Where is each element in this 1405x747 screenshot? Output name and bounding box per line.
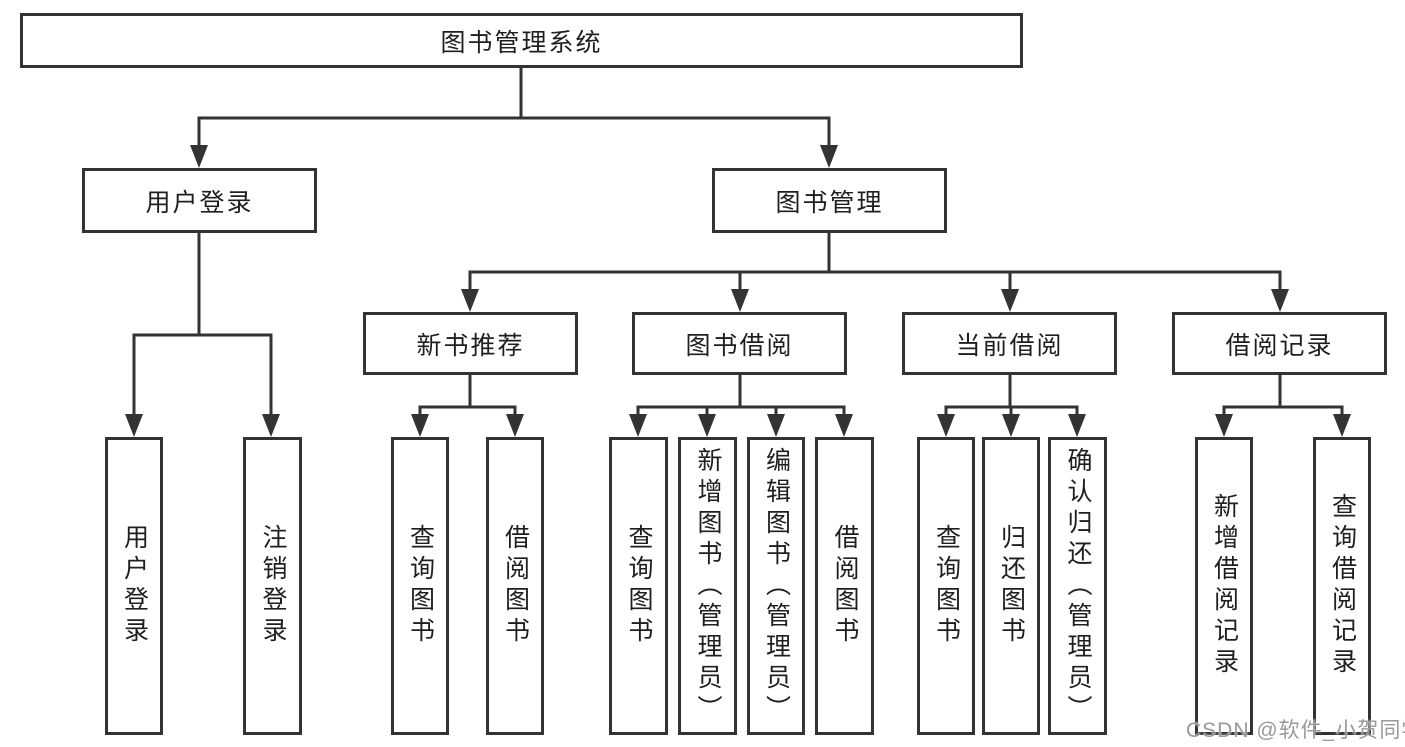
leaf-user-login-label: 用户登录	[120, 524, 149, 648]
leaf-confirm-return-admin: 确认归还（管理员）	[1048, 437, 1107, 735]
leaf-current-query-book: 查询图书	[917, 437, 975, 735]
node-borrow-records-label: 借阅记录	[1225, 331, 1334, 360]
leaf-return-book-label: 归还图书	[997, 524, 1026, 648]
node-user-login: 用户登录	[82, 168, 317, 233]
leaf-add-borrow-record-label: 新增借阅记录	[1210, 493, 1239, 679]
node-book-management: 图书管理	[712, 168, 947, 233]
leaf-borrow-book-label: 借阅图书	[831, 524, 859, 648]
node-book-borrow-label: 图书借阅	[685, 331, 794, 360]
leaf-edit-book-admin: 编辑图书（管理员）	[747, 437, 805, 735]
leaf-edit-book-admin-label: 编辑图书（管理员）	[762, 446, 791, 726]
leaf-user-login: 用户登录	[105, 437, 163, 735]
leaf-current-query-book-label: 查询图书	[932, 524, 961, 648]
leaf-logout: 注销登录	[243, 437, 302, 735]
node-book-borrow: 图书借阅	[632, 312, 847, 375]
leaf-add-borrow-record: 新增借阅记录	[1195, 437, 1253, 735]
node-borrow-records: 借阅记录	[1172, 312, 1387, 375]
leaf-return-book: 归还图书	[982, 437, 1040, 735]
node-book-management-label: 图书管理	[775, 188, 884, 217]
node-root: 图书管理系统	[20, 13, 1023, 68]
node-current-borrow-label: 当前借阅	[955, 331, 1064, 360]
leaf-borrow-query-book: 查询图书	[609, 437, 668, 735]
leaf-rec-query-book-label: 查询图书	[406, 524, 435, 648]
leaf-rec-query-book: 查询图书	[391, 437, 449, 735]
leaf-logout-label: 注销登录	[259, 524, 287, 648]
node-root-label: 图书管理系统	[440, 28, 603, 57]
leaf-add-book-admin: 新增图书（管理员）	[678, 437, 737, 735]
leaf-add-book-admin-label: 新增图书（管理员）	[694, 446, 722, 726]
node-new-book-recommend: 新书推荐	[363, 312, 578, 375]
leaf-rec-borrow-book-label: 借阅图书	[501, 524, 530, 648]
leaf-borrow-query-book-label: 查询图书	[625, 524, 653, 648]
node-user-login-label: 用户登录	[145, 188, 254, 217]
csdn-watermark: CSDN @软件_小贺同学	[1186, 719, 1405, 742]
node-current-borrow: 当前借阅	[902, 312, 1117, 375]
leaf-borrow-book: 借阅图书	[815, 437, 874, 735]
leaf-rec-borrow-book: 借阅图书	[486, 437, 544, 735]
arrowhead-icons	[125, 145, 1351, 437]
leaf-query-borrow-record-label: 查询借阅记录	[1328, 493, 1357, 679]
leaf-query-borrow-record: 查询借阅记录	[1313, 437, 1371, 735]
leaf-confirm-return-admin-label: 确认归还（管理员）	[1064, 446, 1092, 726]
node-new-book-recommend-label: 新书推荐	[416, 331, 525, 360]
